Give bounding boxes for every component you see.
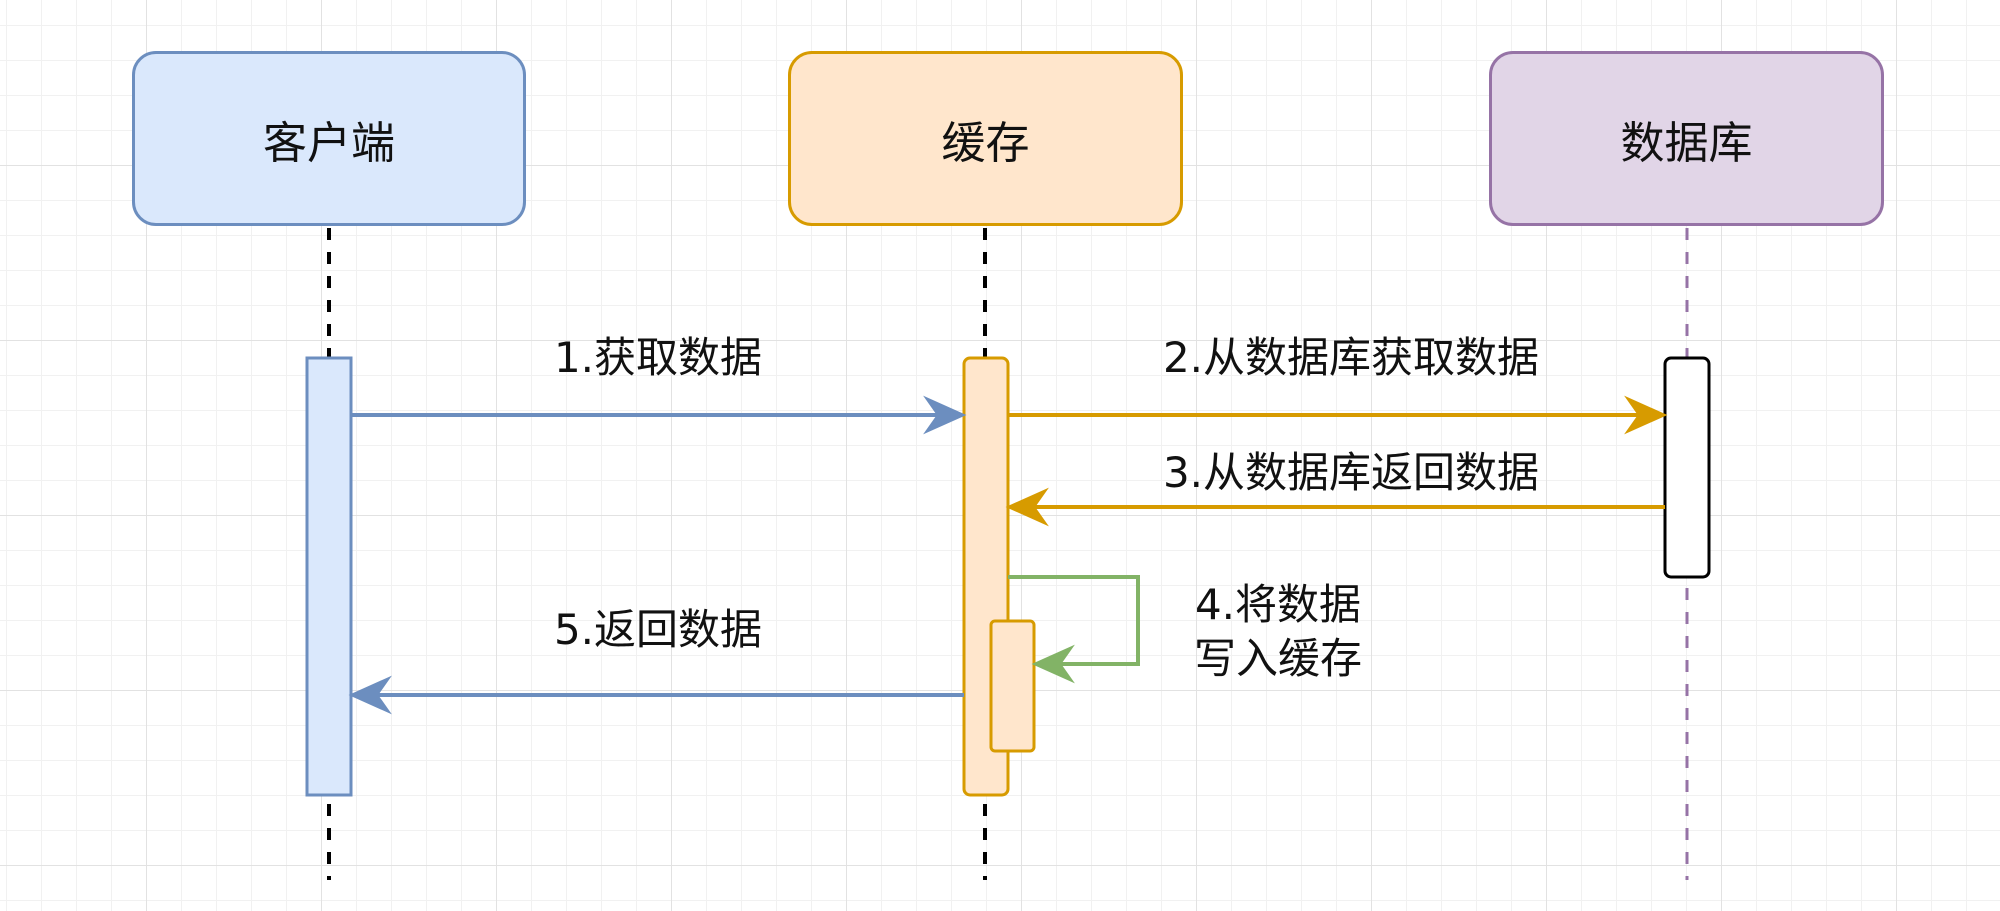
message-2-label: 2.从数据库获取数据 xyxy=(1162,333,1540,382)
message-2-arrowhead xyxy=(1624,395,1668,435)
message-1-label: 1.获取数据 xyxy=(553,333,763,382)
actor-cache-box[interactable]: 缓存 xyxy=(788,51,1183,226)
message-5-arrowhead xyxy=(348,675,392,715)
actor-database-box[interactable]: 数据库 xyxy=(1489,51,1884,226)
message-4-self-loop xyxy=(1008,575,1140,666)
activation-database xyxy=(1663,356,1711,579)
message-4-arrowhead xyxy=(1031,644,1075,684)
message-4-label-line2: 写入缓存 xyxy=(1193,633,1363,683)
actor-client-box[interactable]: 客户端 xyxy=(132,51,526,226)
message-1-arrowhead xyxy=(923,395,967,435)
actor-database-label: 数据库 xyxy=(1620,117,1753,169)
activation-client xyxy=(305,356,353,797)
message-3-arrowhead xyxy=(1005,487,1049,527)
activation-cache-nested xyxy=(989,619,1036,753)
message-5-label: 5.返回数据 xyxy=(553,605,763,654)
message-4-label: 4.将数据 写入缓存 xyxy=(1194,578,1362,686)
message-3-label: 3.从数据库返回数据 xyxy=(1162,448,1540,497)
message-4-label-line1: 4.将数据 xyxy=(1194,580,1362,629)
actor-client-label: 客户端 xyxy=(263,117,395,169)
actor-cache-label: 缓存 xyxy=(941,117,1030,169)
